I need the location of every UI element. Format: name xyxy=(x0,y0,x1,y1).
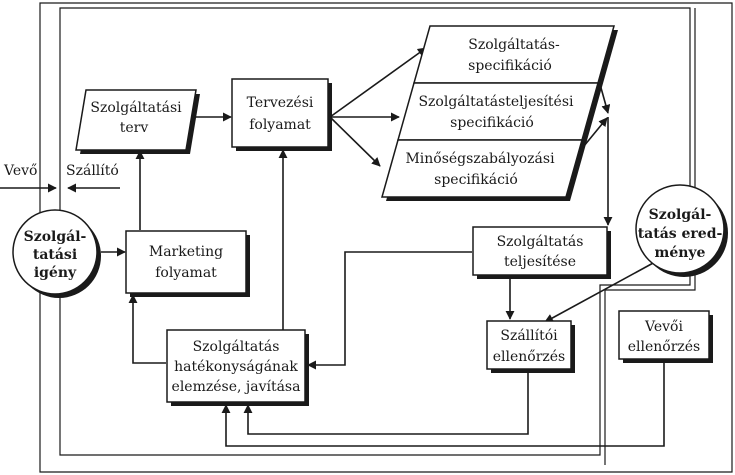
spec-delivery-node: Szolgáltatásteljesítési specifikáció xyxy=(397,82,602,144)
service-plan-line-1: Szolgáltatási xyxy=(90,100,182,116)
customer-check-to-effectiveness-arrow xyxy=(221,360,665,447)
supplier-check-line-1: Szállítói xyxy=(500,328,558,344)
supplier-label: Szállító xyxy=(66,163,119,179)
spec-delivery-line-1: Szolgáltatásteljesítési xyxy=(418,94,574,110)
service-delivery-node: Szolgáltatás teljesítése xyxy=(472,226,611,279)
supplier-boundary-frame xyxy=(39,2,733,473)
service-result-node: Szolgál- tatás ered- ménye xyxy=(635,184,728,277)
effectiveness-line-3: elemzése, javítása xyxy=(172,379,301,395)
service-need-node: Szolgál- tatási igény xyxy=(12,209,101,298)
service-plan-node: Szolgáltatási terv xyxy=(75,89,200,154)
spec-quality-node: Minőségszabályozási specifikáció xyxy=(381,139,586,201)
design-process-line-2: folyamat xyxy=(249,117,311,133)
supplier-check-node: Szállítói ellenőrzés xyxy=(486,320,575,373)
result-to-supplier-check-arrow xyxy=(544,261,656,323)
effectiveness-analysis-node: Szolgáltatás hatékonyságának elemzése, j… xyxy=(166,329,309,406)
supplier-check-line-2: ellenőrzés xyxy=(493,349,566,365)
design-process-node: Tervezési folyamat xyxy=(231,78,332,151)
spec-quality-line-2: specifikáció xyxy=(434,172,518,188)
spec-quality-line-1: Minőségszabályozási xyxy=(405,151,555,167)
service-need-line-2: tatási xyxy=(33,247,77,263)
service-delivery-line-1: Szolgáltatás xyxy=(497,234,584,250)
customer-check-line-1: Vevői xyxy=(644,319,683,335)
spec-service-line-2: specifikáció xyxy=(468,58,552,74)
design-to-spec-service-arrow xyxy=(329,47,427,118)
marketing-line-1: Marketing xyxy=(149,244,223,260)
effectiveness-line-2: hatékonyságának xyxy=(174,359,298,375)
service-result-line-3: ménye xyxy=(655,245,706,261)
spec-delivery-line-2: specifikáció xyxy=(450,115,534,131)
effectiveness-to-marketing-arrow xyxy=(128,294,166,364)
design-process-line-1: Tervezési xyxy=(247,95,314,111)
service-result-line-2: tatás ered- xyxy=(638,226,723,242)
spec-service-node: Szolgáltatás- specifikáció xyxy=(413,25,618,87)
marketing-process-node: Marketing folyamat xyxy=(125,230,250,297)
service-plan-line-2: terv xyxy=(120,120,149,136)
service-delivery-line-2: teljesítése xyxy=(504,254,576,270)
supplier-check-to-effectiveness-arrow xyxy=(243,370,529,435)
design-to-spec-quality-arrow xyxy=(329,116,381,167)
delivery-to-effectiveness-arrow xyxy=(307,251,472,370)
effectiveness-line-1: Szolgáltatás xyxy=(193,339,280,355)
service-need-line-1: Szolgál- xyxy=(24,229,87,245)
marketing-line-2: folyamat xyxy=(155,265,217,281)
customer-check-line-2: ellenőrzés xyxy=(628,339,701,355)
customer-check-node: Vevői ellenőrzés xyxy=(618,310,713,363)
spec-service-line-1: Szolgáltatás- xyxy=(468,37,560,53)
service-result-line-1: Szolgál- xyxy=(649,207,712,223)
service-need-line-3: igény xyxy=(34,265,77,281)
customer-label: Vevő xyxy=(3,163,37,179)
